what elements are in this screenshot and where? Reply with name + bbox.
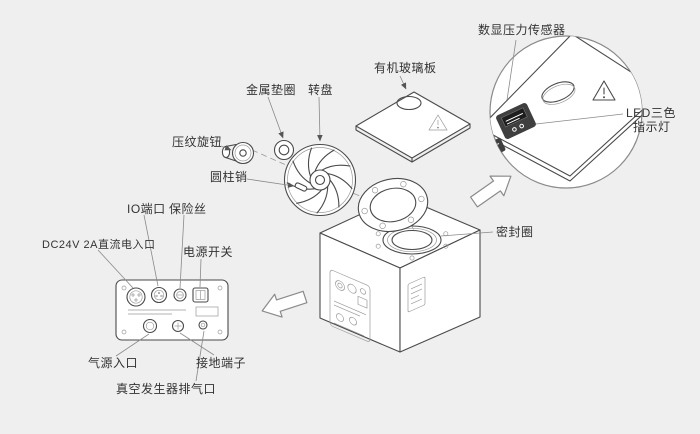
zoom-arrow-to-circle [469,175,512,208]
leader-turntable [317,96,323,142]
fuse-holder [173,288,187,302]
leader-pressure-sensor [506,39,517,101]
zoom-arrow-to-panel [261,290,308,318]
label-turntable: 转盘 [308,83,334,97]
label-vacuum-exhaust: 真空发生器排气口 [116,382,217,396]
acrylic-plate [355,91,471,163]
ground-terminal-screw [171,319,185,333]
knurled-knob [221,141,255,165]
dc-inlet-connector [126,287,146,307]
power-switch-rocker [192,287,209,303]
leader-knob [220,145,232,151]
label-acrylic-plate: 有机玻璃板 [374,61,437,75]
label-power-switch: 电源开关 [183,245,234,259]
pressure-sensor-display [496,103,536,139]
leader-led [535,113,624,125]
rear-panel-detail [115,279,229,341]
turntable-disc [283,143,357,217]
device-box [319,195,481,353]
plate-hole-detail [541,81,576,105]
label-dc-input: DC24V 2A直流电入口 [42,239,156,251]
label-metal-washer: 金属垫圈 [246,83,297,97]
leader-dc [97,249,134,289]
leader-switch [199,258,202,288]
leader-pin [246,178,295,188]
box-front-panel [329,269,371,342]
label-cylindrical-pin: 圆柱销 [210,170,248,184]
metal-washer [273,139,295,161]
leader-io [143,214,159,287]
label-fuse: 保险丝 [169,202,207,216]
label-io-port: IO端口 [127,202,166,216]
leader-seal [440,231,494,237]
leader-ground [179,332,215,356]
leader-air [115,333,150,357]
leader-washer [267,96,284,139]
leader-lines [97,39,624,382]
leader-acrylic [399,75,407,90]
label-led-line1: LED三色 [626,106,676,120]
magnifier-detail [489,35,643,189]
label-led-line2: 指示灯 [633,120,671,134]
label-knurled-knob: 压纹旋钮 [172,135,223,149]
warning-triangle-detail [592,80,616,101]
label-air-inlet: 气源入口 [88,356,139,370]
exhaust-fitting [198,320,208,330]
label-ground-terminal: 接地端子 [196,356,247,370]
leader-exhaust [195,330,205,382]
label-pressure-sensor: 数显压力传感器 [478,23,566,37]
flange-ring [357,177,429,233]
box-side-label [407,276,426,313]
air-inlet-fitting [142,318,158,334]
warning-triangle-plate [428,114,448,131]
io-port-connector [150,286,168,304]
leader-fuse [179,214,185,289]
cylindrical-pin [294,182,308,192]
label-seal-ring: 密封圈 [496,225,534,239]
